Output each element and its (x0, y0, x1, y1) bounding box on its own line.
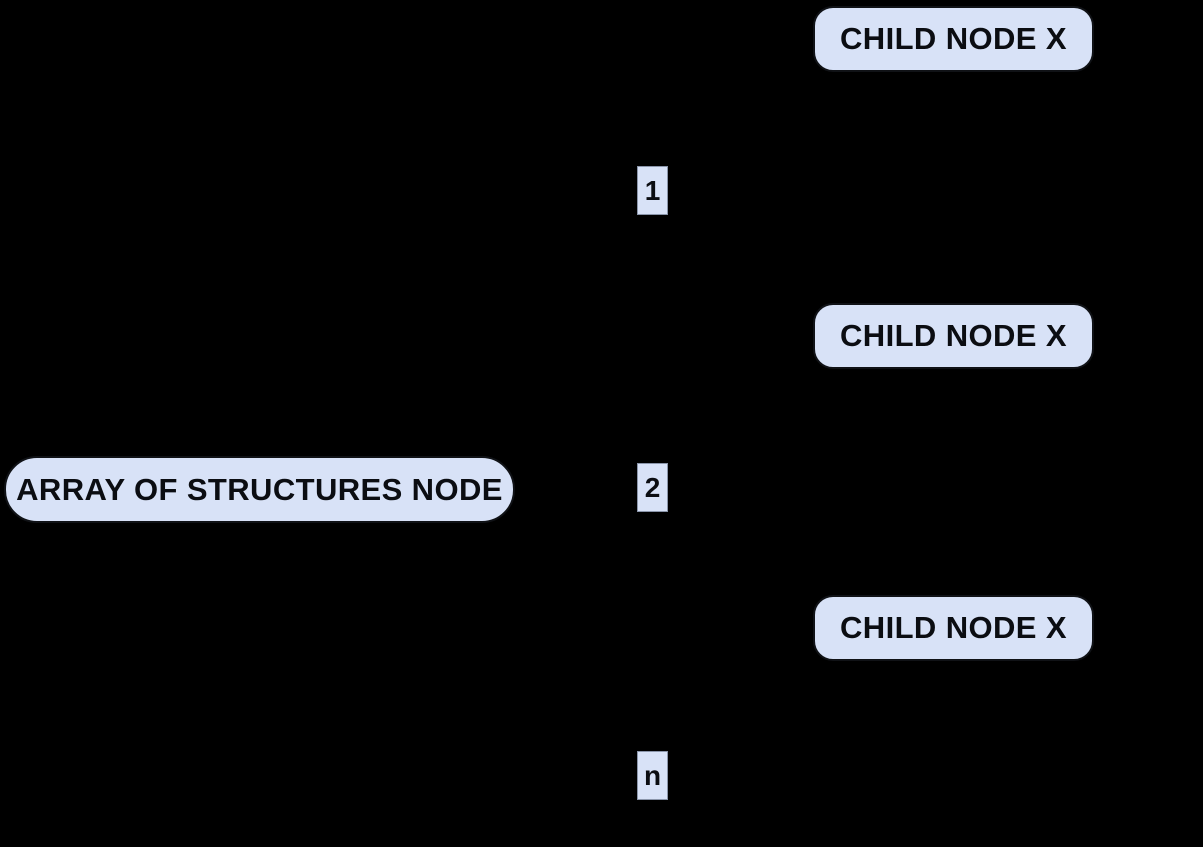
edge-label-1: 1 (637, 166, 668, 215)
child-node-2: CHILD NODE X (813, 303, 1094, 369)
array-of-structures-node: ARRAY OF STRUCTURES NODE (4, 456, 515, 523)
edge-label-n-text: n (643, 759, 662, 791)
child-node-2-label: CHILD NODE X (840, 318, 1067, 353)
edge-path-1 (514, 41, 801, 482)
edge-arrowhead-1 (797, 35, 811, 49)
edge-arrowhead-2 (797, 331, 811, 345)
child-node-3-label: CHILD NODE X (840, 610, 1067, 645)
edge-arrowhead-n (797, 622, 811, 636)
child-node-1: CHILD NODE X (813, 6, 1094, 72)
edge-label-2: 2 (637, 463, 668, 512)
child-node-3: CHILD NODE X (813, 595, 1094, 661)
child-node-1-label: CHILD NODE X (840, 21, 1067, 56)
edge-label-n: n (637, 751, 668, 800)
edge-path-n (514, 496, 801, 775)
edge-label-2-text: 2 (644, 471, 661, 503)
array-of-structures-node-label: ARRAY OF STRUCTURES NODE (16, 471, 503, 507)
edge-label-1-text: 1 (644, 174, 661, 206)
